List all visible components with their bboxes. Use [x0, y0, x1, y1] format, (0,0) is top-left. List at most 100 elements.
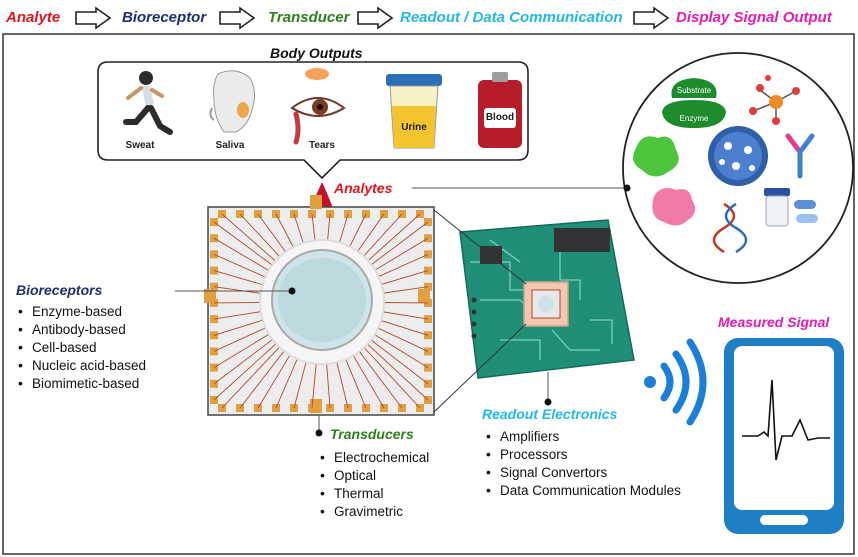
medicine-icon	[764, 188, 818, 227]
electrode-wire	[213, 318, 269, 336]
bioreceptors-title: Bioreceptors	[16, 282, 103, 298]
enzyme-substrate-icon	[662, 78, 726, 128]
electrode-wire	[353, 213, 385, 257]
electrode-wire	[359, 342, 421, 409]
electrode-wire	[362, 339, 429, 401]
electrode-wire	[375, 270, 429, 287]
transducers-leader-dot	[315, 429, 323, 437]
runner-icon	[123, 71, 173, 135]
readout-title: Readout Electronics	[482, 406, 618, 422]
electrode-wire	[343, 353, 367, 409]
body-outputs-title: Body Outputs	[270, 45, 363, 61]
flow-step-analyte: Analyte	[6, 9, 61, 26]
electrode-wire	[213, 330, 275, 369]
electrode-wire	[372, 325, 429, 352]
electrode-wire	[366, 221, 429, 269]
electrode-wire	[213, 253, 271, 280]
electrode-wire	[213, 310, 267, 320]
molecule-icon	[749, 75, 800, 125]
readout-list: Amplifiers Processors Signal Convertors …	[486, 427, 681, 499]
flow-step-readout: Readout / Data Communication	[400, 9, 623, 26]
body-output-tears-label: Tears	[309, 140, 335, 151]
main-frame	[2, 33, 855, 555]
protein-icon	[652, 188, 696, 226]
cell-icon	[633, 136, 679, 177]
list-item: Enzyme-based	[18, 302, 146, 320]
electrode-wire	[213, 237, 275, 274]
body-output-blood-label: Blood	[485, 112, 515, 123]
flow-arrow-icon	[633, 6, 670, 30]
body-output-saliva-label: Saliva	[215, 140, 245, 151]
electrode-wire	[257, 213, 290, 257]
pcb-connector-pins	[471, 297, 477, 339]
contact-tab	[204, 289, 216, 303]
list-item: Signal Convertors	[486, 463, 681, 481]
list-item: Nucleic acid-based	[18, 356, 146, 374]
electrode-wire	[372, 253, 429, 280]
electrode-wire	[355, 346, 403, 409]
blood-bag-icon	[478, 72, 522, 148]
electrode-wire	[213, 270, 269, 287]
contact-tab	[310, 399, 322, 413]
contact-tab	[310, 195, 322, 209]
list-item: Thermal	[320, 484, 429, 502]
flow-step-transducer: Transducer	[268, 9, 350, 26]
list-item: Antibody-based	[18, 320, 146, 338]
electrode-wire	[293, 356, 309, 409]
sensor-well-surface	[278, 258, 366, 342]
electrode-wire	[334, 356, 349, 409]
electrode-wire	[311, 357, 318, 409]
electrode-wire	[369, 237, 429, 274]
eye-icon	[290, 68, 346, 145]
electrode-wire	[213, 339, 281, 401]
list-item: Cell-based	[18, 338, 146, 356]
list-item: Electrochemical	[320, 448, 429, 466]
substrate-label: Substrate	[676, 86, 712, 95]
electrode-wire	[221, 342, 284, 409]
transducers-title: Transducers	[330, 426, 414, 442]
list-item: Processors	[486, 445, 681, 463]
wifi-signal-icon	[644, 338, 707, 426]
analytes-title: Analytes	[334, 180, 393, 196]
electrode-wire	[221, 213, 281, 266]
flow-arrow-icon	[357, 6, 394, 30]
flow-step-bioreceptor: Bioreceptor	[122, 9, 207, 26]
flow-arrow-icon	[219, 6, 256, 30]
electrode-wire	[375, 318, 429, 336]
readout-leader-dot	[544, 398, 552, 406]
urine-cup-icon	[386, 74, 442, 149]
electrode-wire	[346, 213, 367, 253]
electrode-wire	[377, 286, 429, 295]
enzyme-label: Enzyme	[679, 114, 709, 123]
electrode-wire	[275, 213, 297, 253]
flow-arrow-icon	[75, 6, 112, 30]
electrode-wire	[213, 221, 278, 270]
electrode-wire	[363, 213, 421, 265]
electrode-wire	[369, 331, 429, 369]
list-item: Optical	[320, 466, 429, 484]
face-icon	[209, 70, 256, 133]
flow-step-display: Display Signal Output	[676, 9, 832, 26]
electrode-wire	[359, 213, 403, 261]
electrode-wire	[239, 346, 289, 409]
measured-signal-title: Measured Signal	[718, 314, 830, 330]
electrode-wire	[366, 335, 429, 385]
electrode-wire	[377, 310, 429, 320]
electrode-wire	[239, 213, 285, 262]
contact-tab	[418, 289, 430, 303]
electrode-wire	[275, 353, 301, 409]
body-output-sweat-label: Sweat	[125, 140, 155, 151]
list-item: Biomimetic-based	[18, 374, 146, 392]
electrode-wire	[257, 349, 294, 409]
analytes-leader-dot	[623, 184, 631, 192]
chip-to-pcb-lines	[433, 209, 527, 413]
virus-icon	[708, 126, 768, 186]
electrode-wire	[213, 335, 278, 385]
pcb-chip-small	[480, 246, 502, 264]
antibody-icon	[785, 133, 815, 179]
pcb-chip-large	[554, 228, 610, 252]
ecg-waveform	[742, 379, 830, 461]
electrode-wire	[349, 350, 385, 409]
